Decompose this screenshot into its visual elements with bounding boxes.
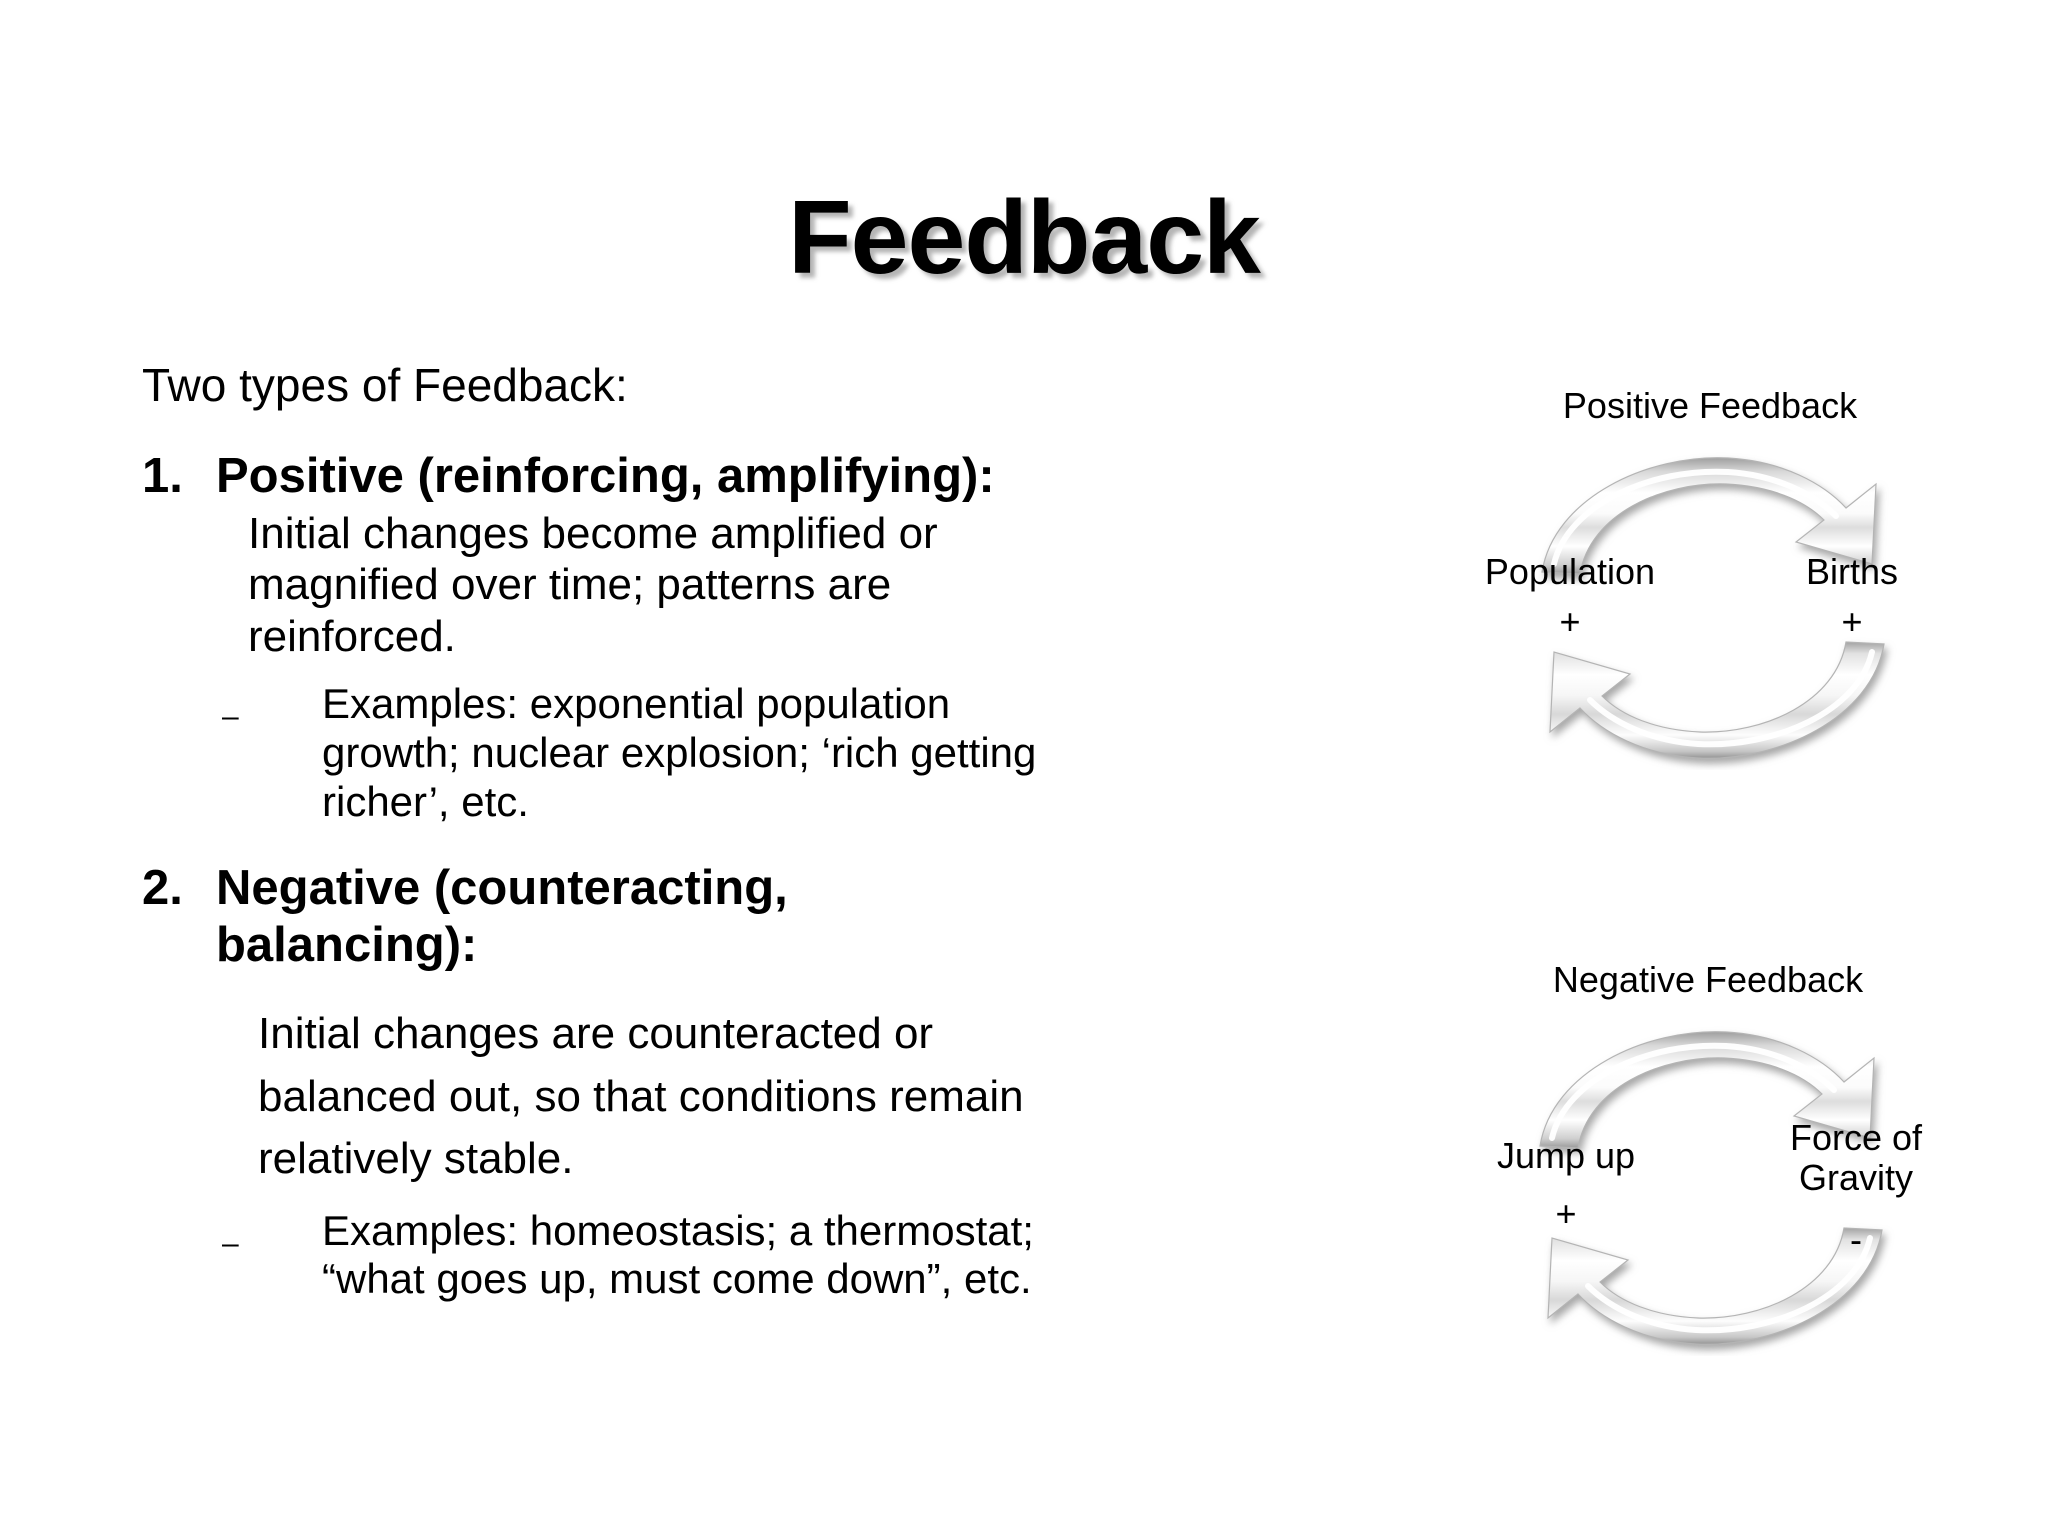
diagram-negative-feedback: Negative Feedback Jump up xyxy=(1478,959,1938,1345)
content-body: Two types of Feedback: 1. Positive (rein… xyxy=(142,359,1232,1308)
negative-node-right-sign: - xyxy=(1850,1218,1862,1260)
arrow-bottom-counter-wrap xyxy=(1526,1216,1896,1361)
sub-bullet-2-text: Examples: homeostasis; a thermostat; “wh… xyxy=(322,1206,1034,1303)
diagram-positive-feedback: Positive Feedback xyxy=(1480,385,1940,759)
curved-arrow-right-icon xyxy=(1541,456,1877,575)
diagram-positive-title: Positive Feedback xyxy=(1562,385,1858,426)
arrow-top-clockwise-wrap xyxy=(1528,446,1898,591)
dash-bullet-icon: – xyxy=(222,700,239,734)
dash-bullet-icon: – xyxy=(222,1226,239,1260)
list-marker-2: 2. xyxy=(142,861,183,916)
curved-arrow-right-icon xyxy=(1539,1030,1875,1149)
curved-arrow-left-icon xyxy=(1547,1226,1883,1345)
negative-node-left-sign: + xyxy=(1555,1192,1577,1234)
lead-text: Two types of Feedback: xyxy=(142,359,628,411)
numbered-item-1-detail: Initial changes become amplified or magn… xyxy=(248,508,938,661)
curved-arrow-left-icon xyxy=(1549,640,1885,759)
negative-node-left-label: Jump up xyxy=(1496,1134,1636,1176)
numbered-item-2-title: Negative (counteracting, balancing): xyxy=(216,861,788,972)
negative-node-right-label: Force of Gravity xyxy=(1789,1116,1923,1198)
arrow-bottom-counter-wrap xyxy=(1528,630,1898,775)
numbered-item-1-title: Positive (reinforcing, amplifying): xyxy=(216,448,995,503)
positive-node-right-label: Births xyxy=(1805,550,1899,592)
negative-feedback-cycle: Jump up Force of Gravity + - xyxy=(1478,1008,1938,1345)
positive-node-left-label: Population xyxy=(1484,550,1656,592)
positive-node-left-sign: + xyxy=(1559,600,1581,642)
diagram-negative-title: Negative Feedback xyxy=(1552,959,1864,1000)
list-marker-1: 1. xyxy=(142,448,183,503)
page-title: Feedback xyxy=(788,179,1261,296)
sub-bullet-1-text: Examples: exponential population growth;… xyxy=(322,680,1037,825)
numbered-item-2-heading: 2. Negative (counteracting, balancing): xyxy=(142,860,1232,973)
numbered-item-2: 2. Negative (counteracting, balancing): … xyxy=(142,860,1232,1304)
sub-bullet-2: – Examples: homeostasis; a thermostat; “… xyxy=(222,1207,1232,1304)
numbered-item-1-heading: 1. Positive (reinforcing, amplifying): xyxy=(142,448,1232,504)
arrow-top-clockwise-wrap xyxy=(1526,1020,1896,1165)
numbered-item-2-detail: Initial changes are counteracted or bala… xyxy=(258,1009,1024,1184)
sub-bullet-1: – Examples: exponential population growt… xyxy=(222,680,1232,826)
positive-feedback-cycle: Population Births + + xyxy=(1480,434,1940,759)
numbered-item-1: 1. Positive (reinforcing, amplifying): I… xyxy=(142,448,1232,827)
positive-node-right-sign: + xyxy=(1841,600,1863,642)
